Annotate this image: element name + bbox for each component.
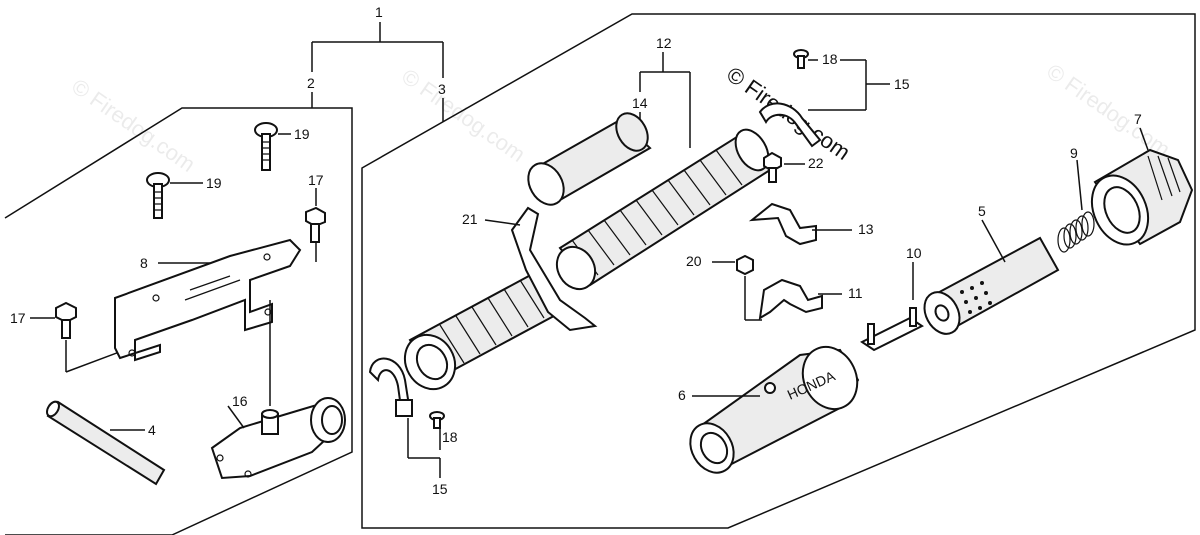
callout-22: 22 xyxy=(808,155,824,171)
watermark-text: © Firedog.com xyxy=(1042,59,1175,162)
callout-11: 11 xyxy=(848,285,863,301)
callout-5: 5 xyxy=(978,203,986,219)
watermark-text: © Firedog.com xyxy=(397,64,530,167)
screw-18-lower xyxy=(429,411,445,450)
band-21 xyxy=(484,206,598,332)
screw-18-upper xyxy=(793,49,818,69)
callout-13: 13 xyxy=(858,221,874,237)
bolt-17-right xyxy=(305,188,326,262)
clamp-15-upper xyxy=(758,59,890,148)
panel-outline-left xyxy=(4,107,353,535)
callout-17-left: 17 xyxy=(10,310,26,326)
tube-4 xyxy=(46,400,166,486)
corrugated-hose-12 xyxy=(555,128,772,291)
stay-11 xyxy=(758,278,842,320)
callout-14: 14 xyxy=(632,95,648,111)
callout-8: 8 xyxy=(140,255,148,271)
callout-19-lower: 19 xyxy=(206,175,222,191)
callout-9: 9 xyxy=(1070,145,1078,161)
callout-3: 3 xyxy=(438,81,446,97)
callout-2: 2 xyxy=(307,75,315,91)
callout-19-upper: 19 xyxy=(294,126,310,142)
spring-9 xyxy=(1057,159,1095,253)
bolt-22 xyxy=(763,151,805,183)
callout-21: 21 xyxy=(462,211,478,227)
joint-16 xyxy=(210,300,346,480)
callout-15-lower: 15 xyxy=(432,481,448,497)
bracket-8 xyxy=(114,238,302,362)
callout-18-upper: 18 xyxy=(822,51,838,67)
filter-sleeve-14 xyxy=(527,112,652,206)
air-filter-element-5 xyxy=(923,219,1060,335)
group-bracket xyxy=(311,22,444,122)
callout-15-upper: 15 xyxy=(894,76,910,92)
callout-20: 20 xyxy=(686,253,702,269)
panel-outline-right xyxy=(361,13,1196,529)
callout-1: 1 xyxy=(375,4,383,20)
callout-12: 12 xyxy=(656,35,672,51)
corrugated-hose-lower xyxy=(403,268,567,391)
bolt-19-upper xyxy=(254,122,291,171)
bracket-12 xyxy=(639,52,691,148)
callout-7: 7 xyxy=(1134,111,1142,127)
callout-labels: 1 2 3 4 5 6 7 8 9 10 11 12 13 14 15 15 1… xyxy=(10,4,1142,497)
clamp-15-lower xyxy=(368,357,441,478)
callout-17-right: 17 xyxy=(308,172,324,188)
callout-16: 16 xyxy=(232,393,248,409)
bolt-19-lower xyxy=(146,172,203,219)
stay-13 xyxy=(748,202,852,246)
watermark-text: © Firedog.com xyxy=(67,74,200,177)
cap-7 xyxy=(1090,127,1194,246)
nut-20 xyxy=(712,254,762,321)
air-cleaner-housing-6: HONDA xyxy=(689,345,860,474)
callout-6: 6 xyxy=(678,387,686,403)
bolt-10 xyxy=(860,262,924,352)
callout-18-lower: 18 xyxy=(442,429,458,445)
callout-10: 10 xyxy=(906,245,922,261)
callout-4: 4 xyxy=(148,422,156,438)
